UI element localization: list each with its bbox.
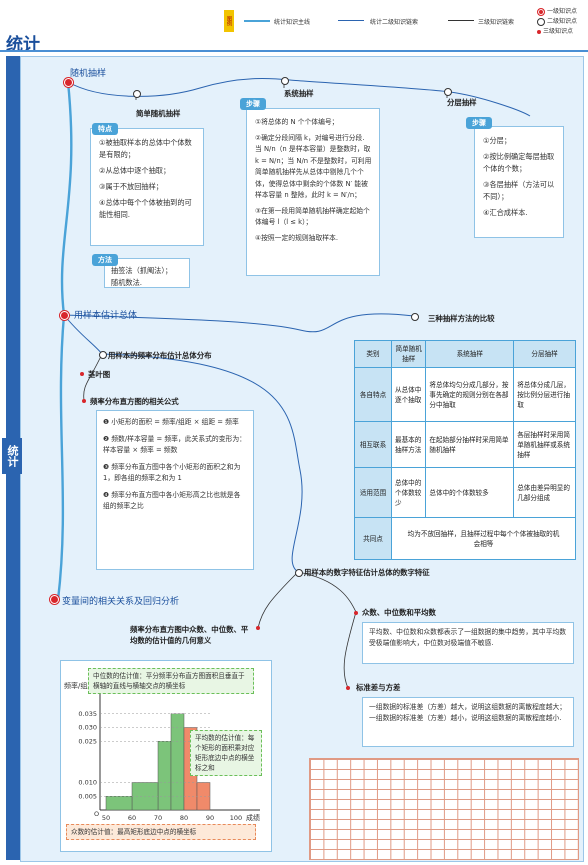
geo-meaning-title: 频率分布直方图中众数、中位数、平均数的估计值的几何意义	[130, 625, 249, 645]
table-header: 系统抽样	[425, 340, 515, 368]
legend: 图例 统计知识主线 统计二级知识链索 三级知识链索 一级知识点 二级知识点 三级…	[210, 6, 580, 36]
histogram-bar	[157, 741, 172, 811]
title-divider	[0, 50, 588, 52]
legend-item-tertiary: 三级知识链索	[478, 19, 515, 26]
regression-title: 变量间的相关关系及回归分析	[62, 597, 180, 607]
x-tick-label: 100	[230, 814, 242, 822]
table-header: 类别	[354, 340, 392, 368]
node-regression	[50, 595, 59, 604]
mean-note: 平均数的估计值：每个矩形的面积乘对应矩形底边中点的横坐标之和	[190, 730, 262, 776]
node-stem-leaf	[80, 372, 84, 376]
numeric-features-title: 用样本的数字特征估计总体的数字特征	[304, 568, 430, 577]
systematic-sampling-title: 系统抽样	[284, 89, 314, 98]
hist-formulas-title: 频率分布直方图的相关公式	[90, 397, 179, 406]
systematic-sampling-steps-box: ①将总体的 N 个个体编号； ②确定分段间隔 k，对编号进行分段. 当 N/n（…	[246, 108, 380, 276]
y-tick-label: 0.025	[78, 737, 97, 745]
histogram-bar	[105, 796, 133, 811]
table-row: 相互联系 最基本的抽样方法 在起始部分抽样时采用简单随机抽样 各层抽样时采用简单…	[354, 421, 576, 468]
sampling-title: 随机抽样	[70, 69, 107, 79]
node-stratified-sampling	[444, 88, 452, 96]
mode-median-mean-title: 众数、中位数和平均数	[362, 608, 436, 617]
grid-paper	[309, 758, 579, 860]
freq-distribution-title: 用样本的频率分布估计总体分布	[108, 351, 212, 360]
mode-median-mean-box: 平均数、中位数和众数都表示了一组数据的集中趋势，其中平均数受极端值影响大，中位数…	[362, 622, 574, 664]
table-row: 适用范围 总体中的个体数较少 总体中的个体数较多 总体由差异明显的几部分组成	[354, 467, 576, 518]
histogram-bar	[170, 713, 185, 811]
secondary-line-sample	[338, 20, 364, 21]
table-header: 简单随机抽样	[390, 340, 427, 368]
std-variance-title: 标准差与方差	[356, 683, 401, 692]
x-tick-label: 50	[102, 814, 110, 822]
comparison-title: 三种抽样方法的比较	[428, 314, 495, 323]
node-geo-meaning	[256, 626, 260, 630]
origin-label: O	[94, 810, 99, 818]
legend-dot-level2: 二级知识点	[537, 16, 577, 26]
estimation-title: 用样本估计总体	[74, 311, 138, 321]
node-comparison	[411, 313, 419, 321]
stratified-sampling-title: 分层抽样	[447, 98, 477, 107]
x-tick-label: 90	[206, 814, 214, 822]
node-simple-sampling	[133, 90, 141, 98]
node-hist-formulas	[82, 399, 86, 403]
node-estimation	[60, 311, 69, 320]
x-tick-label: 70	[154, 814, 162, 822]
simple-sampling-features-box: ①被抽取样本的总体中个体数是有限的； ②从总体中逐个抽取； ③属于不放回抽样； …	[90, 128, 204, 246]
stratified-sampling-steps-box: ①分层； ②按比例确定每层抽取个体的个数； ③各层抽样（方法可以不同）； ④汇合…	[474, 126, 564, 238]
table-row: 共同点 均为不放回抽样，且抽样过程中每个个体被抽取的机会相等	[354, 517, 576, 560]
table-header: 分层抽样	[513, 340, 576, 368]
method-tag: 方法	[92, 254, 118, 266]
tertiary-line-sample	[448, 20, 474, 21]
mode-note: 众数的估计值：最高矩形底边中点的横坐标	[66, 824, 256, 840]
x-axis-label: 成绩	[246, 813, 260, 822]
median-note: 中位数的估计值：平分频率分布直方图面积且垂直于横轴的直线与横轴交点的横坐标	[88, 668, 254, 694]
legend-dot-level3: 三级知识点	[537, 26, 573, 35]
stratified-step-tag: 步骤	[466, 117, 492, 129]
y-tick-label: 0.035	[78, 710, 97, 718]
simple-sampling-methods-box: 抽签法（抓阄法）； 随机数法.	[104, 258, 190, 288]
stem-leaf-title: 茎叶图	[88, 370, 111, 379]
y-tick-label: 0.010	[78, 779, 97, 787]
feature-tag: 特点	[92, 123, 118, 135]
y-axis-label: 频率/组距	[64, 681, 94, 690]
hist-formulas-box: ❶ 小矩形的面积 = 频率/组距 × 组距 = 频率 ❷ 频数/样本容量 = 频…	[96, 410, 254, 570]
table-row: 各自特点 从总体中逐个抽取 将总体均匀分成几部分，按事先确定的规则分别在各部分中…	[354, 367, 576, 422]
y-tick-label: 0.030	[78, 724, 97, 732]
main-line-sample	[244, 20, 270, 22]
legend-dot-level1: 一级知识点	[537, 6, 577, 16]
node-mode-median-mean	[354, 611, 358, 615]
legend-item-secondary: 统计二级知识链索	[370, 19, 419, 26]
comparison-table: 类别 简单随机抽样 系统抽样 分层抽样 各自特点 从总体中逐个抽取 将总体均匀分…	[354, 340, 576, 560]
node-std-variance	[346, 686, 350, 690]
x-tick-label: 60	[128, 814, 136, 822]
node-systematic-sampling	[281, 77, 289, 85]
simple-sampling-title: 简单随机抽样	[136, 109, 181, 118]
systematic-step-tag: 步骤	[240, 98, 266, 110]
y-tick-label: 0.005	[78, 792, 97, 800]
std-variance-box: 一组数据的标准差（方差）越大，说明这组数据的离散程度越大； 一组数据的标准差（方…	[362, 697, 574, 747]
node-sampling	[64, 78, 73, 87]
legend-item-main: 统计知识主线	[274, 19, 311, 26]
legend-tag: 图例	[224, 10, 234, 32]
x-tick-label: 80	[180, 814, 188, 822]
node-numeric-features	[295, 569, 303, 577]
node-freq-distribution	[99, 351, 107, 359]
side-label: 统计	[2, 438, 22, 474]
